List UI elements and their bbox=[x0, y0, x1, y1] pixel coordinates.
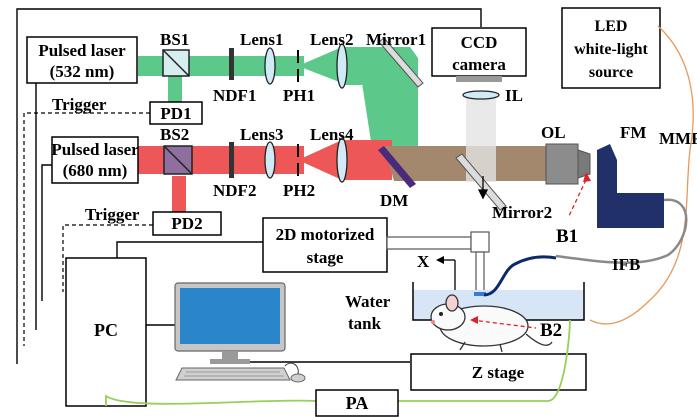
ccd-line1: CCD bbox=[461, 33, 498, 52]
ifb-fiber bbox=[555, 198, 688, 264]
pd2-label: PD2 bbox=[171, 214, 202, 233]
mouse-icon bbox=[430, 294, 553, 353]
probe-fiber bbox=[483, 255, 557, 297]
objective-lens bbox=[545, 143, 591, 185]
bs2-label: BS2 bbox=[160, 125, 189, 144]
lenses bbox=[264, 43, 348, 183]
lens4-label: Lens4 bbox=[310, 125, 354, 144]
ndf2-label: NDF2 bbox=[213, 181, 256, 200]
pc-label: PC bbox=[94, 320, 118, 340]
ndf2 bbox=[229, 142, 234, 178]
ph2-label: PH2 bbox=[283, 181, 315, 200]
b1-label: B1 bbox=[556, 226, 578, 247]
mirror2-label: Mirror2 bbox=[492, 203, 552, 222]
x-axis-label: X bbox=[417, 252, 430, 271]
motorized-stage: 2D motorized stage bbox=[262, 217, 388, 273]
stage-arm bbox=[386, 231, 490, 293]
mirror2-arrow-icon bbox=[477, 176, 489, 200]
il-label: IL bbox=[505, 86, 523, 105]
pa-label: PA bbox=[346, 393, 369, 413]
ph1-label: PH1 bbox=[283, 86, 315, 105]
probe-tip bbox=[474, 292, 486, 296]
beam-splitter-2 bbox=[163, 145, 193, 175]
computer-monitor-icon bbox=[174, 282, 286, 364]
computer-mouse-icon bbox=[290, 373, 306, 383]
fiber-mount bbox=[597, 144, 664, 228]
laser-532: Pulsed laser (532 nm) bbox=[26, 36, 138, 84]
beam-splitter-1 bbox=[162, 49, 190, 77]
ndf1-label: NDF1 bbox=[213, 86, 256, 105]
b2-arrowhead-icon bbox=[470, 316, 478, 324]
led-line3: source bbox=[589, 64, 633, 81]
keyboard-icon bbox=[175, 367, 291, 381]
led-source: LED white-light source bbox=[561, 7, 661, 89]
laser-680-wavelength: (680 nm) bbox=[63, 161, 128, 180]
mirror1-label: Mirror1 bbox=[366, 30, 426, 49]
led-line1: LED bbox=[595, 18, 628, 35]
ccd-mount bbox=[456, 76, 502, 82]
ndf1 bbox=[229, 48, 234, 80]
mirror1 bbox=[378, 37, 424, 88]
mouse-cable bbox=[284, 362, 299, 375]
zstage-label: Z stage bbox=[472, 363, 525, 382]
pa-box bbox=[315, 389, 399, 417]
z-stage-box bbox=[410, 353, 587, 391]
x-arrow-icon bbox=[436, 256, 444, 264]
dichroic-mirror bbox=[378, 146, 416, 188]
fm-label: FM bbox=[620, 123, 646, 142]
laser-680-name: Pulsed laser bbox=[51, 140, 139, 159]
pa-cable bbox=[105, 319, 571, 406]
pd2-box bbox=[152, 211, 222, 236]
lens1-label: Lens1 bbox=[240, 30, 283, 49]
laser-532-name: Pulsed laser bbox=[38, 41, 126, 60]
ifb-label: IFB bbox=[612, 255, 640, 274]
ccd-line2: camera bbox=[452, 55, 506, 74]
lens3-label: Lens3 bbox=[240, 125, 283, 144]
pd1-box bbox=[149, 101, 203, 125]
imaging-lens bbox=[462, 90, 500, 100]
bs1-label: BS1 bbox=[160, 30, 189, 49]
mmf-label: MMF bbox=[659, 129, 697, 148]
water-line2: tank bbox=[348, 314, 382, 333]
water-line1: Water bbox=[345, 292, 391, 311]
b2-pointer bbox=[471, 319, 537, 329]
dm-label: DM bbox=[380, 191, 408, 210]
pc-box bbox=[65, 257, 147, 407]
b1-arrowhead-icon bbox=[583, 172, 591, 182]
stage2d-line2: stage bbox=[307, 248, 344, 267]
ol-label: OL bbox=[541, 123, 566, 142]
trigger2-label: Trigger bbox=[85, 205, 140, 224]
green-beam bbox=[138, 47, 418, 148]
trigger1-label: Trigger bbox=[52, 95, 107, 114]
pd1-label: PD1 bbox=[160, 104, 191, 123]
laser-680: Pulsed laser (680 nm) bbox=[51, 136, 139, 184]
lens2-label: Lens2 bbox=[310, 30, 353, 49]
laser-532-wavelength: (532 nm) bbox=[50, 62, 115, 81]
stage2d-line1: 2D motorized bbox=[276, 225, 375, 244]
trigger-lines bbox=[23, 112, 153, 346]
b1-pointer bbox=[567, 179, 587, 219]
led-line2: white-light bbox=[574, 41, 648, 58]
ccd-camera: CCD camera bbox=[431, 27, 527, 77]
b2-label: B2 bbox=[540, 320, 562, 341]
